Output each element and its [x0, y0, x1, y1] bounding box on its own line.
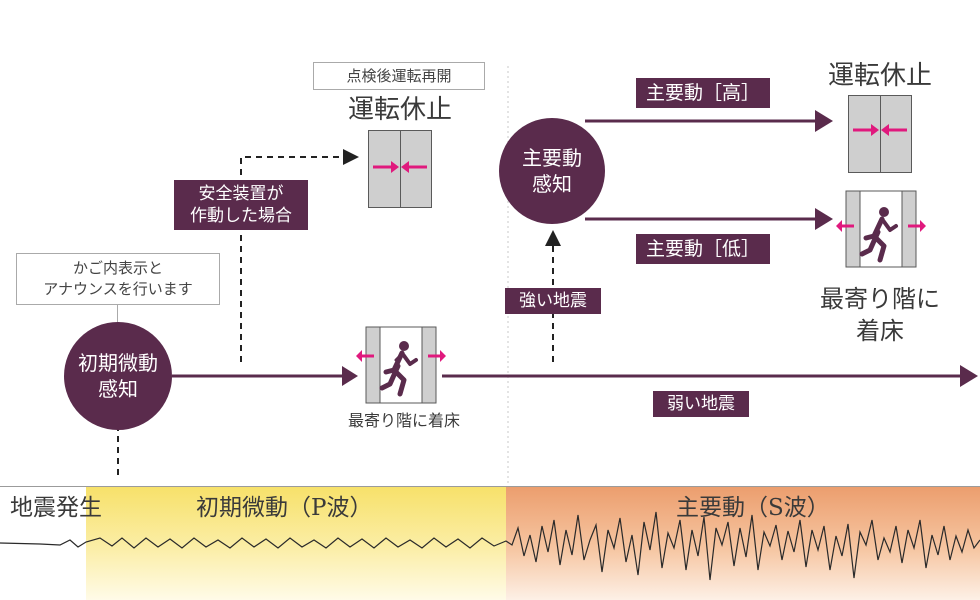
- p-wave-band: [86, 487, 506, 600]
- running-person-icon: [379, 341, 418, 397]
- strong-dash-head: [545, 230, 561, 246]
- main-low-tag: 主要動［低］: [636, 234, 770, 264]
- s-wave-label: 主要動（S波）: [676, 495, 830, 521]
- flow-high-head: [815, 110, 833, 132]
- landing-label-center: 最寄り階に着床: [347, 411, 460, 430]
- closing-arrows-icon: [373, 161, 427, 173]
- announce-note: かご内表示と アナウンスを行います: [16, 253, 220, 305]
- restart-note: 点検後運転再開: [313, 62, 485, 90]
- main-detect-node: 主要動 感知: [499, 118, 605, 224]
- seismic-waveform: [0, 511, 980, 581]
- flow-weak-head: [960, 365, 978, 387]
- initial-detect-node: 初期微動 感知: [64, 322, 172, 430]
- stop-label-right: 運転休止: [827, 61, 932, 91]
- elevator-closed-left: [368, 130, 432, 208]
- elevator-open-right: [836, 190, 926, 268]
- elevator-closed-right: [848, 95, 912, 173]
- elevator-open-center: [356, 326, 446, 404]
- running-person-icon: [859, 207, 898, 263]
- flow-low-head: [815, 208, 833, 230]
- strong-quake-tag: 強い地震: [505, 288, 601, 314]
- flow-to-landing-head: [342, 366, 358, 386]
- bottom-baseline: [0, 486, 980, 487]
- stop-label-left: 運転休止: [347, 95, 452, 125]
- safety-dash: [240, 156, 345, 362]
- closing-arrows-icon: [853, 124, 907, 136]
- quake-occurrence-label: 地震発生: [10, 495, 102, 521]
- p-wave-label: 初期微動（P波）: [196, 495, 373, 521]
- safety-tag: 安全装置が 作動した場合: [174, 180, 308, 230]
- safety-dash-head: [343, 149, 359, 165]
- weak-quake-tag: 弱い地震: [653, 391, 749, 417]
- announce-connector: [117, 304, 118, 322]
- landing-label-right: 最寄り階に 着床: [820, 285, 940, 345]
- main-high-tag: 主要動［高］: [636, 78, 770, 108]
